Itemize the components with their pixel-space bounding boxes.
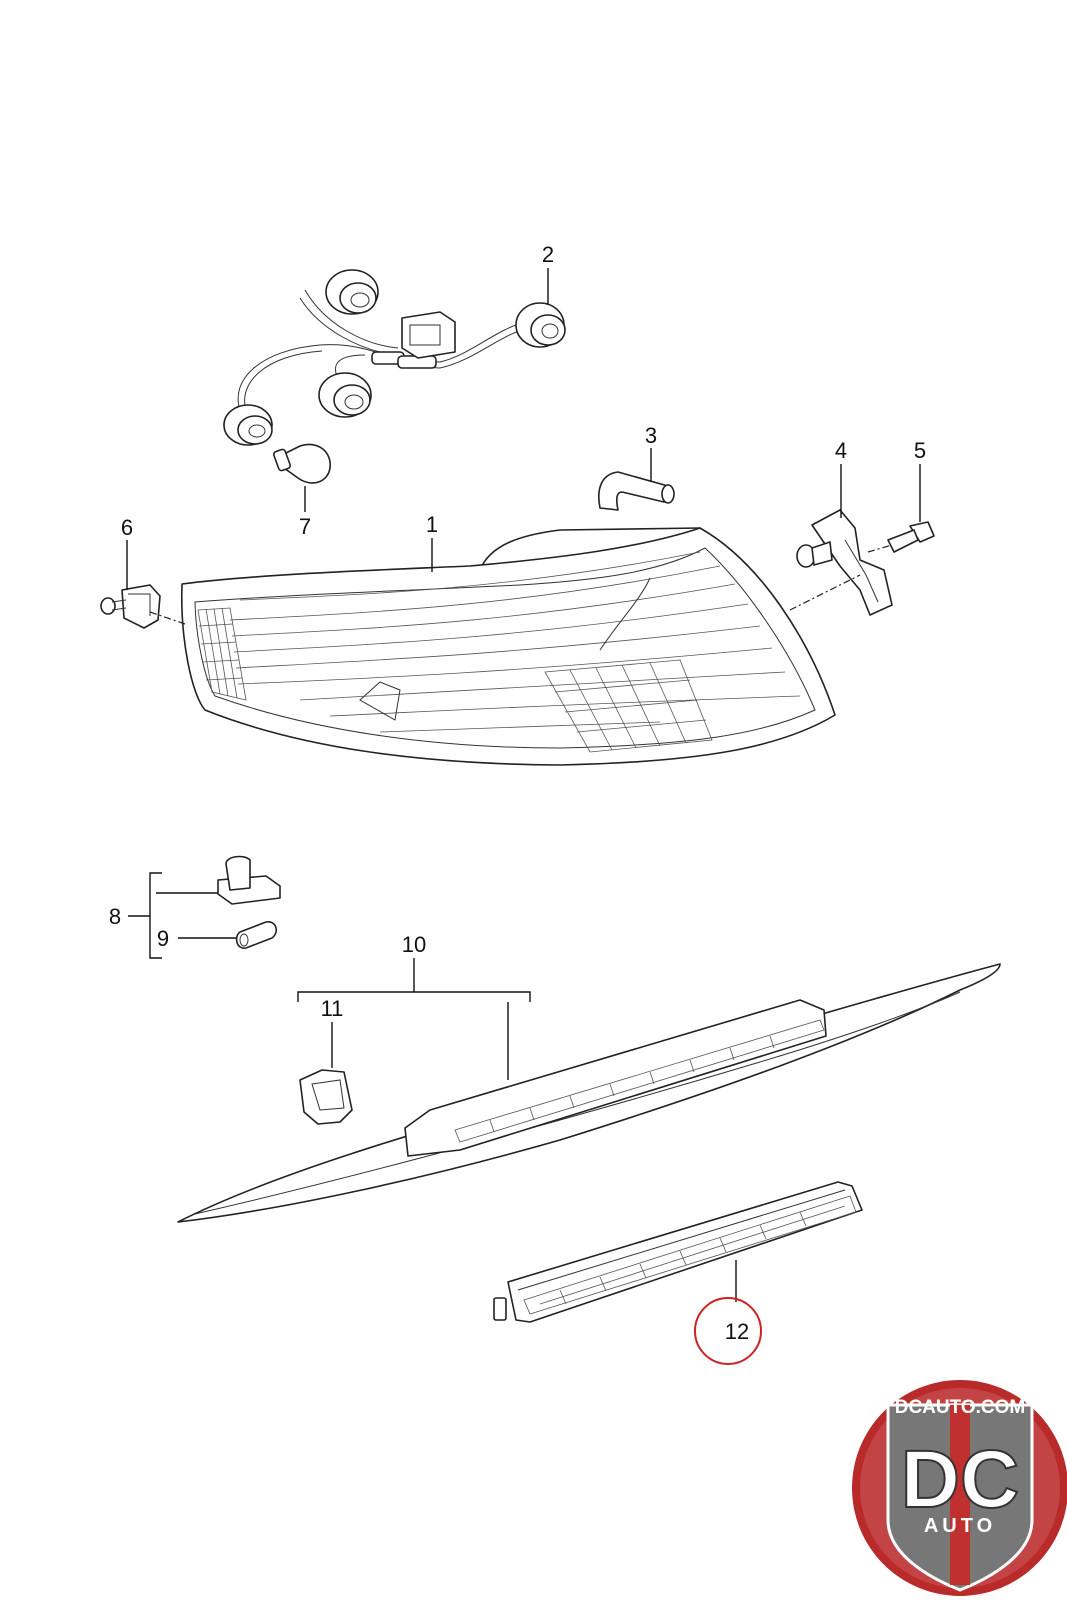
small-bulb — [235, 921, 278, 949]
callout-1: 1 — [426, 512, 438, 537]
dcauto-logo: DCAUTO.COM DC AUTO — [852, 1380, 1067, 1596]
callout-3: 3 — [645, 423, 657, 448]
callout-6: 6 — [121, 515, 133, 540]
spoiler-light-cover — [177, 963, 1001, 1223]
tail-light-assembly — [180, 527, 836, 766]
brake-light-strip — [493, 1181, 863, 1323]
bulb-socket-middle — [318, 372, 372, 418]
bulb-socket-right — [515, 302, 566, 348]
screw — [887, 521, 935, 553]
callout-10: 10 — [402, 932, 426, 957]
highlight-ring-12 — [694, 1297, 762, 1365]
callout-9: 9 — [157, 926, 169, 951]
logo-sub-text: AUTO — [924, 1515, 996, 1537]
logo-big-text: DC — [901, 1434, 1019, 1525]
bulb-holder-clip — [217, 855, 281, 905]
wiring-harness — [223, 269, 566, 446]
bulb-socket-left — [223, 404, 273, 446]
vent-hose — [598, 471, 675, 511]
callout-4: 4 — [835, 438, 847, 463]
logo-top-text: DCAUTO.COM — [895, 1397, 1026, 1418]
callout-12: 12 — [725, 1319, 749, 1344]
bulb-socket-upper — [325, 269, 379, 315]
callout-8: 8 — [109, 904, 121, 929]
mounting-nut-left — [100, 584, 161, 629]
callout-5: 5 — [914, 438, 926, 463]
bulb — [272, 443, 331, 484]
callout-7: 7 — [299, 514, 311, 539]
callout-2: 2 — [542, 242, 554, 267]
callout-11: 11 — [321, 996, 344, 1021]
mounting-bracket — [796, 509, 893, 616]
retaining-clip — [299, 1069, 353, 1125]
